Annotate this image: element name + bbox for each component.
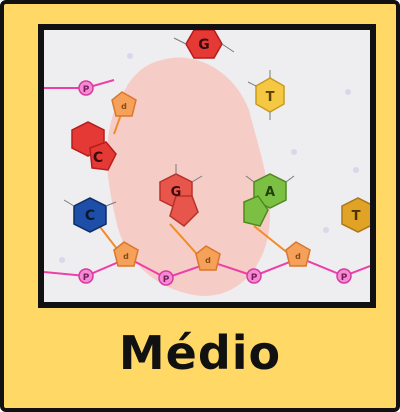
base-g-top-label: G (198, 37, 210, 53)
phosphate-5-label: P (341, 273, 348, 283)
phosphate-group: P P P P P (78, 80, 352, 286)
sugar-2-label: d (123, 252, 129, 261)
phosphate-3 (158, 270, 174, 286)
highlight-blob (106, 57, 270, 296)
base-t-right (341, 197, 370, 233)
base-c-blue-label: C (85, 208, 95, 224)
phosphate-3-label: P (163, 275, 170, 285)
sugar-3-label: d (205, 256, 211, 265)
base-t-right-label: T (352, 209, 361, 224)
dna-illustration: P P P P P d d d d (38, 24, 376, 308)
phosphate-1 (78, 80, 94, 96)
base-a-label: A (265, 185, 275, 200)
phosphate-5 (336, 268, 352, 284)
sugar-1-label: d (121, 102, 127, 111)
base-c-red-ring (89, 141, 117, 171)
sugar-1 (111, 91, 137, 117)
base-g-center-ring (169, 195, 199, 227)
phosphate-2 (78, 268, 94, 284)
sugar-4-label: d (295, 252, 301, 261)
sugar-3 (195, 245, 221, 271)
base-c-blue (73, 197, 107, 233)
phosphate-4-label: P (251, 273, 258, 283)
base-t-top-label: T (266, 90, 275, 105)
base-a-ring (243, 195, 269, 227)
base-g-center-label: G (171, 185, 182, 200)
base-c-red-label: C (93, 150, 103, 166)
phosphate-1-label: P (83, 85, 90, 95)
sugar-2 (113, 241, 139, 267)
phosphate-2-label: P (83, 273, 90, 283)
phosphate-4 (246, 268, 262, 284)
difficulty-label: Médio (118, 326, 282, 380)
dna-diagram: P P P P P d d d d (44, 30, 370, 296)
sugar-4 (285, 241, 311, 267)
